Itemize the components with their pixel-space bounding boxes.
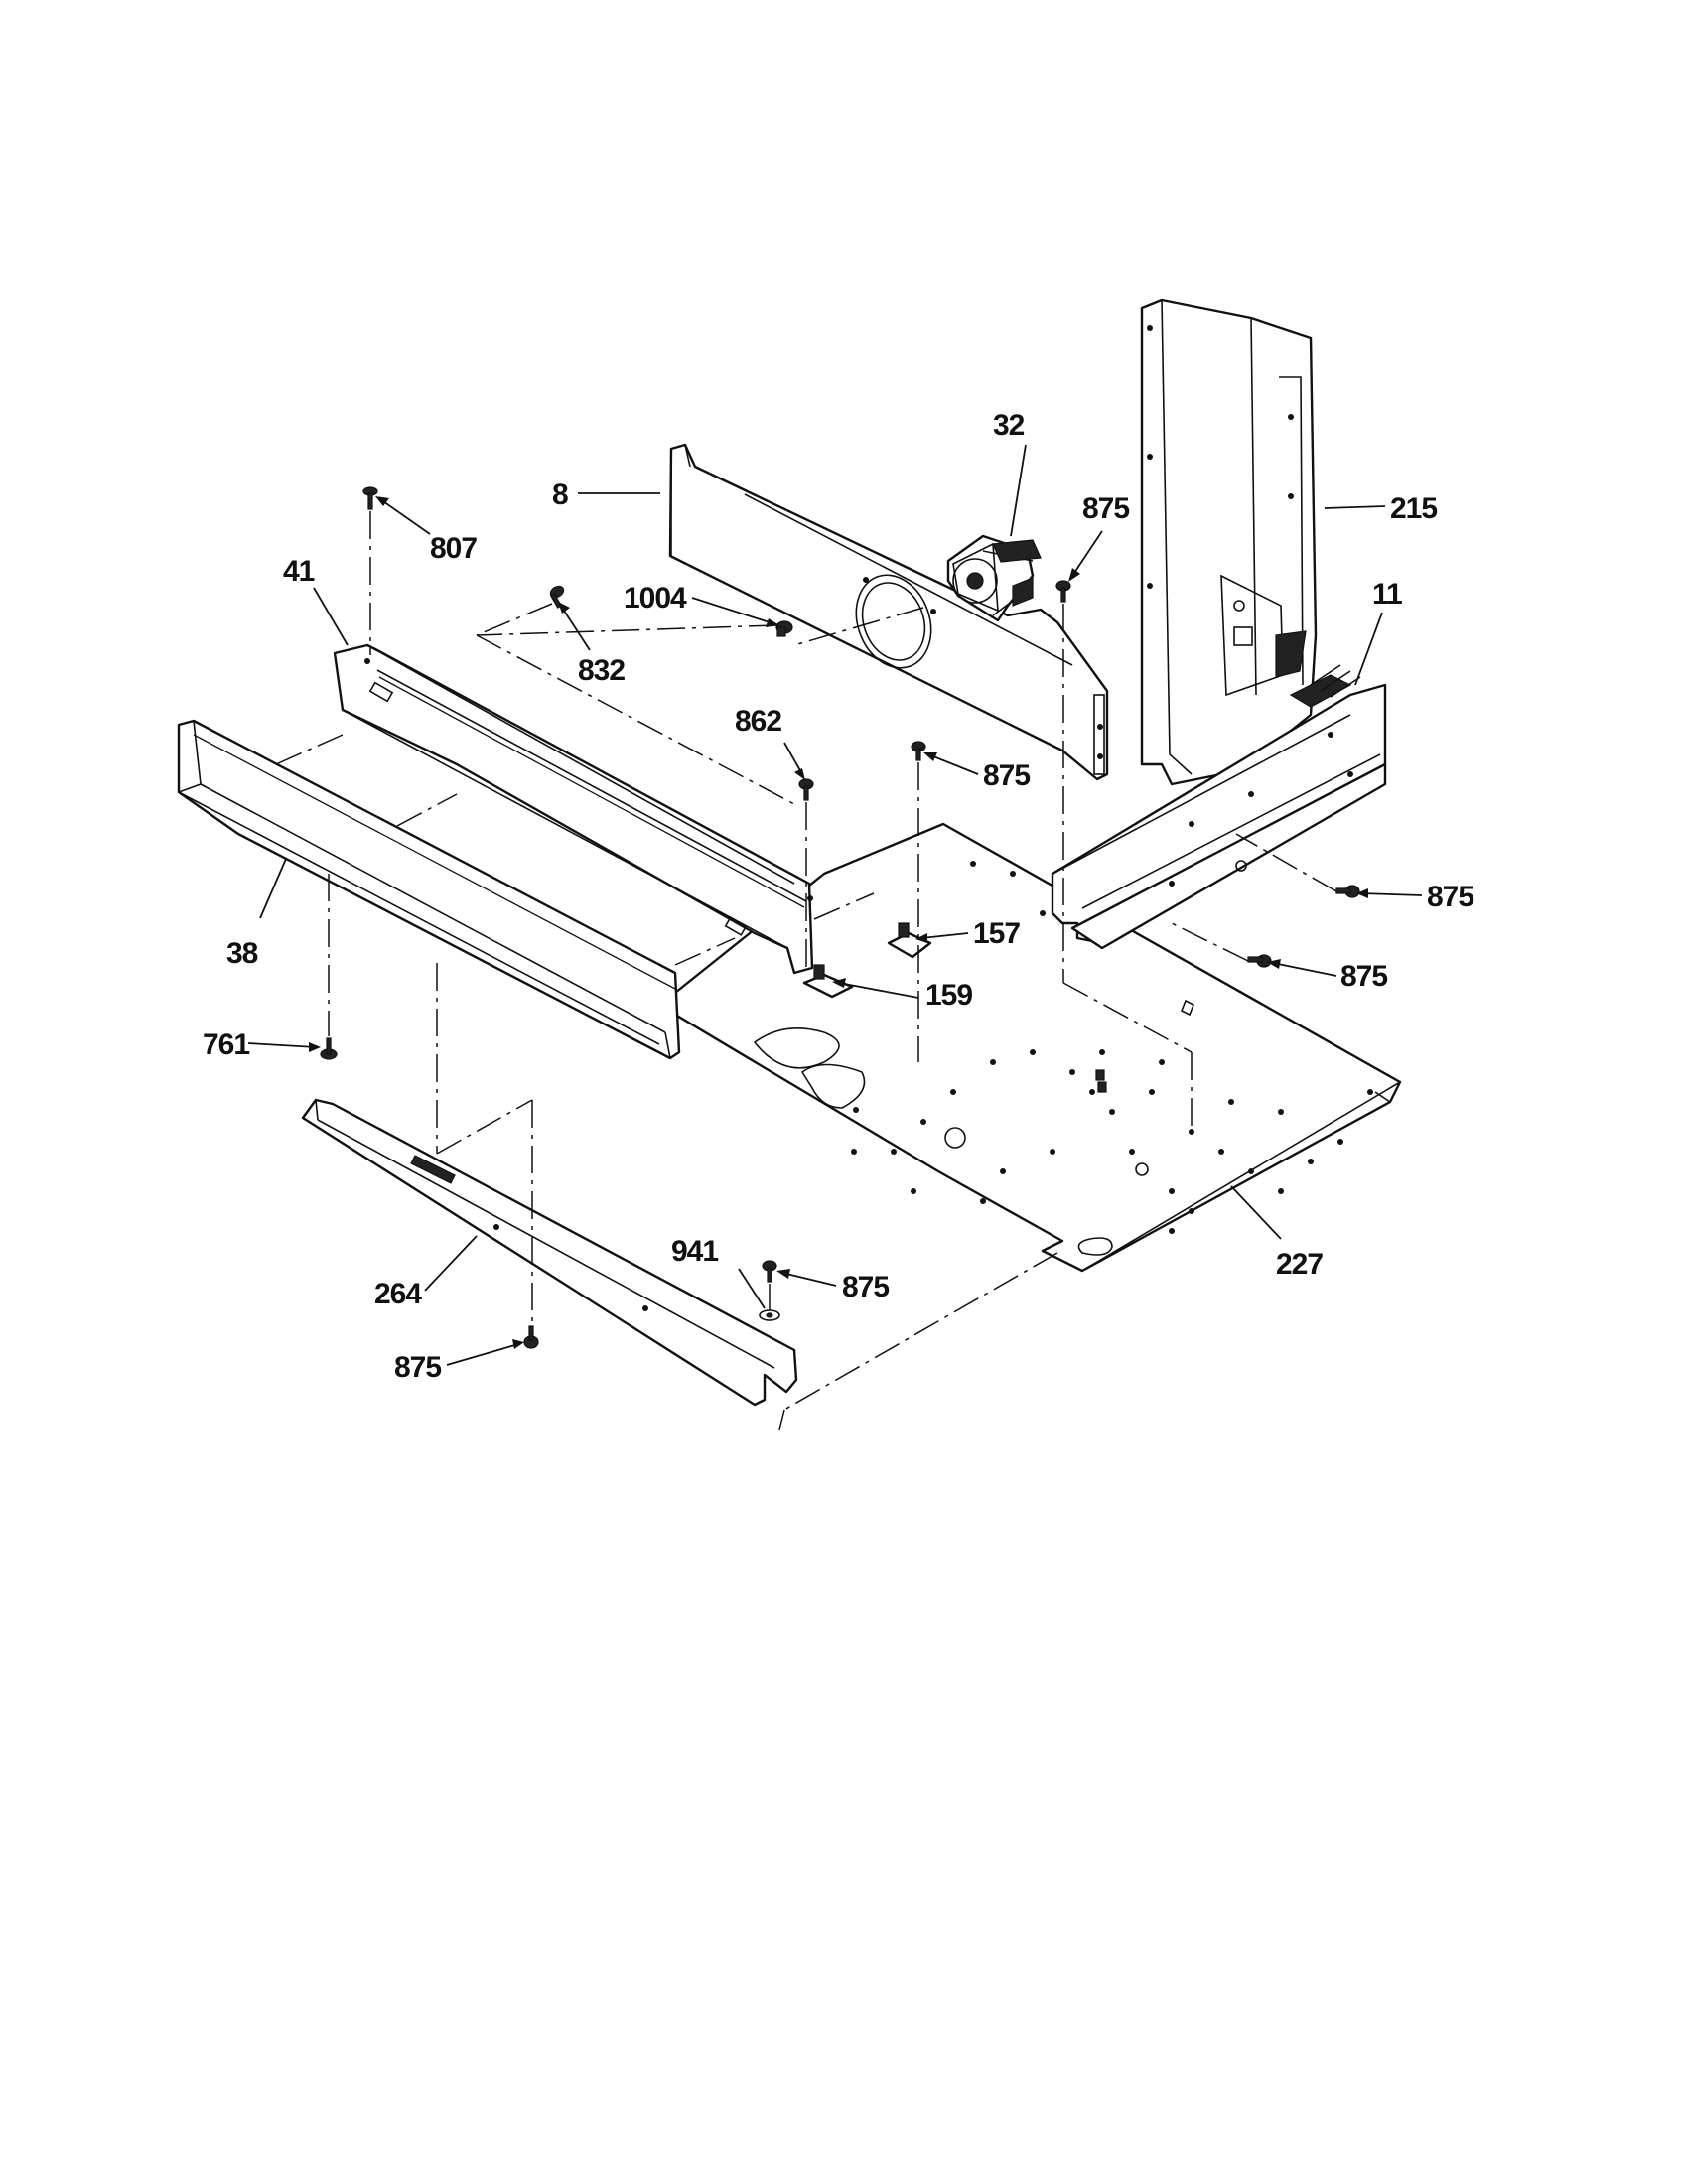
callout-41: 41 xyxy=(283,555,349,646)
base-pan-227 xyxy=(653,822,1402,1273)
callout-label: 941 xyxy=(671,1235,718,1268)
screw-761 xyxy=(320,1037,338,1060)
screw-862 xyxy=(798,778,814,801)
callout-875-top: 875 xyxy=(1068,492,1130,582)
callout-label: 41 xyxy=(283,555,315,588)
callout-875-right2: 875 xyxy=(1267,959,1388,993)
screw-875-top xyxy=(1055,580,1071,603)
callout-label: 875 xyxy=(394,1351,441,1384)
screw-1004 xyxy=(775,620,793,637)
callout-832: 832 xyxy=(558,602,626,687)
screw-875-bottom xyxy=(762,1260,777,1283)
callout-label: 215 xyxy=(1390,492,1437,525)
callout-1004: 1004 xyxy=(624,582,779,627)
callout-38: 38 xyxy=(226,858,287,970)
screw-875-left xyxy=(523,1325,539,1349)
callout-label: 875 xyxy=(1082,492,1129,525)
callout-159: 159 xyxy=(832,978,973,1012)
screw-832 xyxy=(549,585,565,609)
callout-32: 32 xyxy=(993,409,1027,537)
side-bracket-11 xyxy=(1051,664,1387,950)
callout-941: 941 xyxy=(671,1235,766,1309)
callout-label: 227 xyxy=(1276,1248,1323,1281)
callout-label: 761 xyxy=(203,1028,249,1061)
callout-label: 11 xyxy=(1372,578,1402,611)
rear-duct-panel-215 xyxy=(1140,298,1318,786)
callout-875-right1: 875 xyxy=(1356,881,1474,913)
screw-807 xyxy=(362,486,378,510)
callout-label: 875 xyxy=(1340,960,1387,993)
assembly-lines xyxy=(275,511,1337,1431)
callout-215: 215 xyxy=(1324,492,1438,525)
callout-11: 11 xyxy=(1354,578,1403,686)
callout-label: 875 xyxy=(983,759,1030,792)
front-rail-264 xyxy=(301,1098,798,1407)
callout-label: 38 xyxy=(226,937,258,970)
callout-157: 157 xyxy=(915,917,1021,950)
screw-875-mid xyxy=(911,741,926,761)
callout-label: 1004 xyxy=(624,582,687,614)
callout-761: 761 xyxy=(203,1028,321,1061)
callout-label: 875 xyxy=(1427,881,1474,913)
callout-label: 8 xyxy=(552,478,568,511)
callout-875-bottom: 875 xyxy=(776,1269,890,1303)
callout-8: 8 xyxy=(552,478,660,511)
callout-label: 157 xyxy=(973,917,1020,950)
callout-875-left: 875 xyxy=(394,1339,524,1384)
callout-875-mid: 875 xyxy=(923,752,1031,792)
washer-941 xyxy=(759,1309,780,1321)
callout-label: 32 xyxy=(993,409,1025,442)
thermostat-159 xyxy=(802,964,854,999)
callout-label: 159 xyxy=(925,979,972,1012)
callout-807: 807 xyxy=(375,496,478,565)
front-trim-38 xyxy=(177,719,681,1060)
callout-264: 264 xyxy=(374,1235,478,1310)
callout-label: 875 xyxy=(842,1271,889,1303)
rear-panel-8 xyxy=(668,443,1109,781)
fan-32 xyxy=(946,534,1042,622)
front-support-41 xyxy=(333,643,814,975)
callout-227: 227 xyxy=(1230,1185,1324,1281)
callout-label: 264 xyxy=(374,1278,422,1310)
callout-862: 862 xyxy=(735,705,805,780)
screw-875-right1 xyxy=(1335,885,1360,898)
screw-875-right2 xyxy=(1247,954,1272,968)
callout-label: 862 xyxy=(735,705,781,738)
callout-label: 832 xyxy=(578,654,625,687)
callout-label: 807 xyxy=(430,532,477,565)
